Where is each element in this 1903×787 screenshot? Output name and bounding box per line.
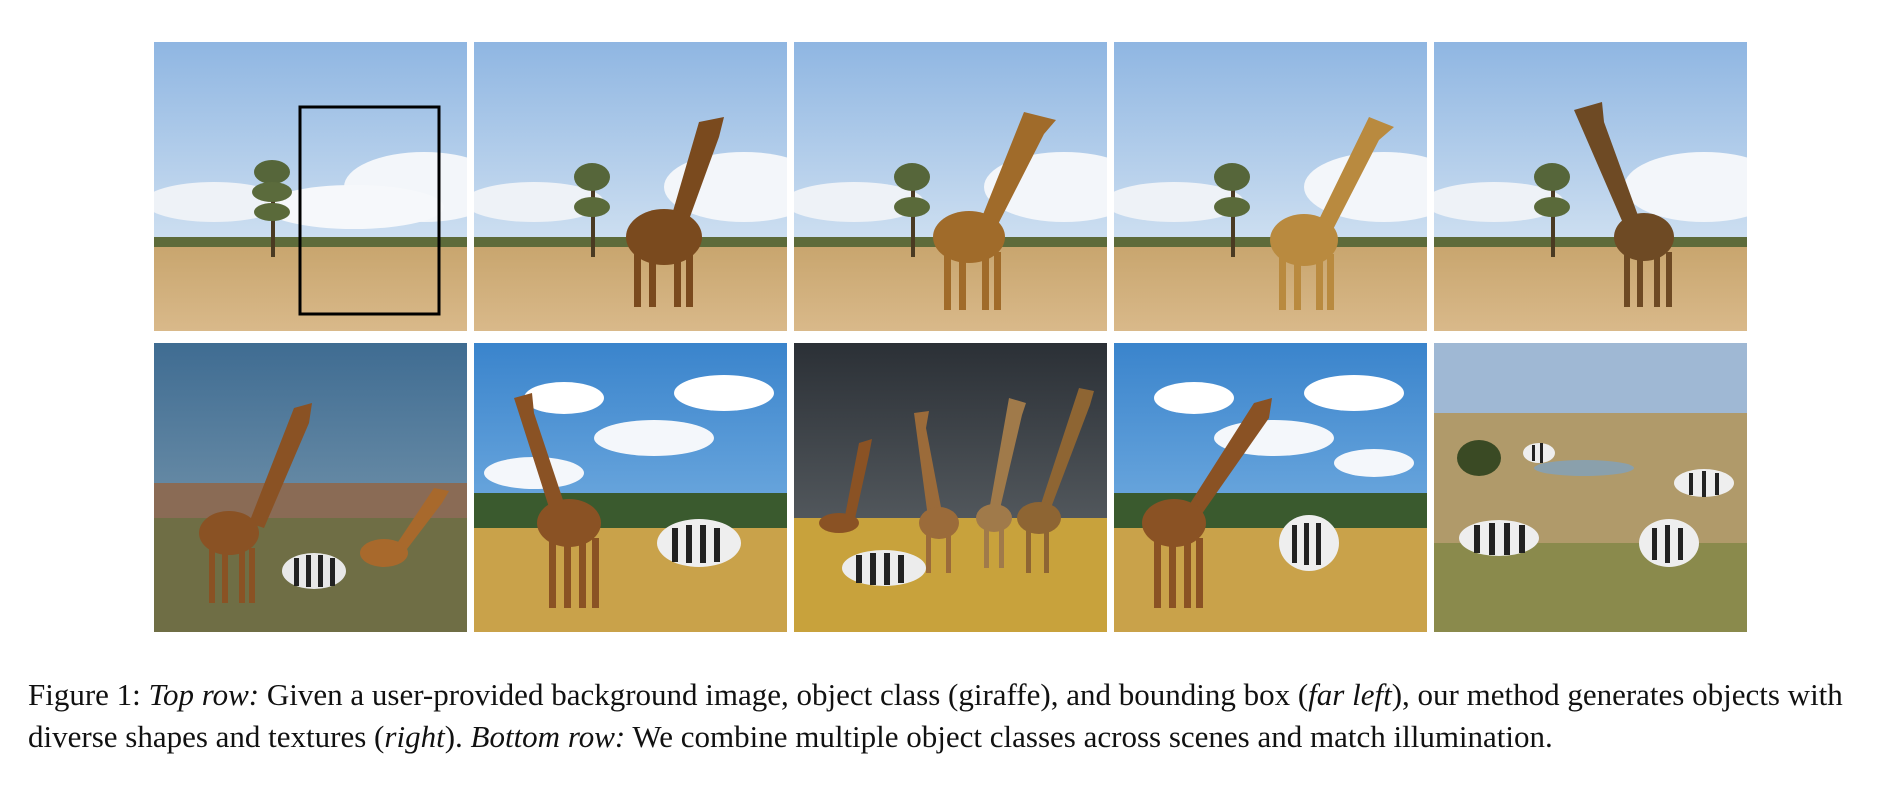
giraffe-icon xyxy=(933,112,1056,310)
generated-giraffe-3 xyxy=(1114,42,1427,331)
caption-part-2: ), our method generates objects with div… xyxy=(28,677,1843,754)
background-with-bounding-box xyxy=(154,42,467,331)
generated-giraffe-4 xyxy=(1434,42,1747,331)
giraffe-icon xyxy=(976,398,1026,568)
caption-label: Figure 1: xyxy=(28,677,141,712)
giraffe-icon xyxy=(1574,102,1674,307)
top-row xyxy=(154,42,1752,331)
zebra-icon xyxy=(1523,443,1555,463)
giraffe-icon xyxy=(199,403,312,603)
bottom-row xyxy=(154,343,1752,632)
caption-far-left: far left xyxy=(1308,677,1392,712)
giraffe-icon xyxy=(1017,388,1094,573)
zebra-icon xyxy=(657,519,741,567)
caption-bottom-row-label: Bottom row: xyxy=(470,719,626,754)
savanna-background-image xyxy=(154,42,467,331)
scene-giraffes-zebra-storm xyxy=(794,343,1107,632)
caption-top-row-label: Top row: xyxy=(148,677,260,712)
scene-giraffe-zebra-trees xyxy=(1114,343,1427,632)
zebra-icon xyxy=(1639,519,1699,567)
scene-giraffe-zebra-clouds xyxy=(474,343,787,632)
giraffe-icon xyxy=(914,411,959,573)
giraffe-icon xyxy=(626,117,724,307)
generated-giraffe-2 xyxy=(794,42,1107,331)
scene-zebras-waterhole xyxy=(1434,343,1747,632)
scene-giraffes-zebra-dusk xyxy=(154,343,467,632)
generated-giraffe-1 xyxy=(474,42,787,331)
giraffe-icon xyxy=(1142,398,1272,608)
caption-part-1: Given a user-provided background image, … xyxy=(259,677,1309,712)
zebra-icon xyxy=(1279,515,1339,571)
zebra-icon xyxy=(842,550,926,586)
caption-part-4: We combine multiple object classes acros… xyxy=(625,719,1553,754)
zebra-icon xyxy=(282,553,346,589)
giraffe-icon xyxy=(360,488,449,567)
giraffe-icon xyxy=(819,439,872,533)
image-grid xyxy=(154,42,1752,644)
caption-right: right xyxy=(384,719,445,754)
zebra-icon xyxy=(1459,520,1539,556)
figure-caption: Figure 1: Top row: Given a user-provided… xyxy=(28,674,1878,758)
giraffe-icon xyxy=(514,393,601,608)
acacia-tree-icon xyxy=(252,160,292,257)
caption-part-3: ). xyxy=(444,719,471,754)
bounding-box xyxy=(298,105,441,316)
zebra-icon xyxy=(1674,469,1734,497)
giraffe-icon xyxy=(1270,117,1394,310)
